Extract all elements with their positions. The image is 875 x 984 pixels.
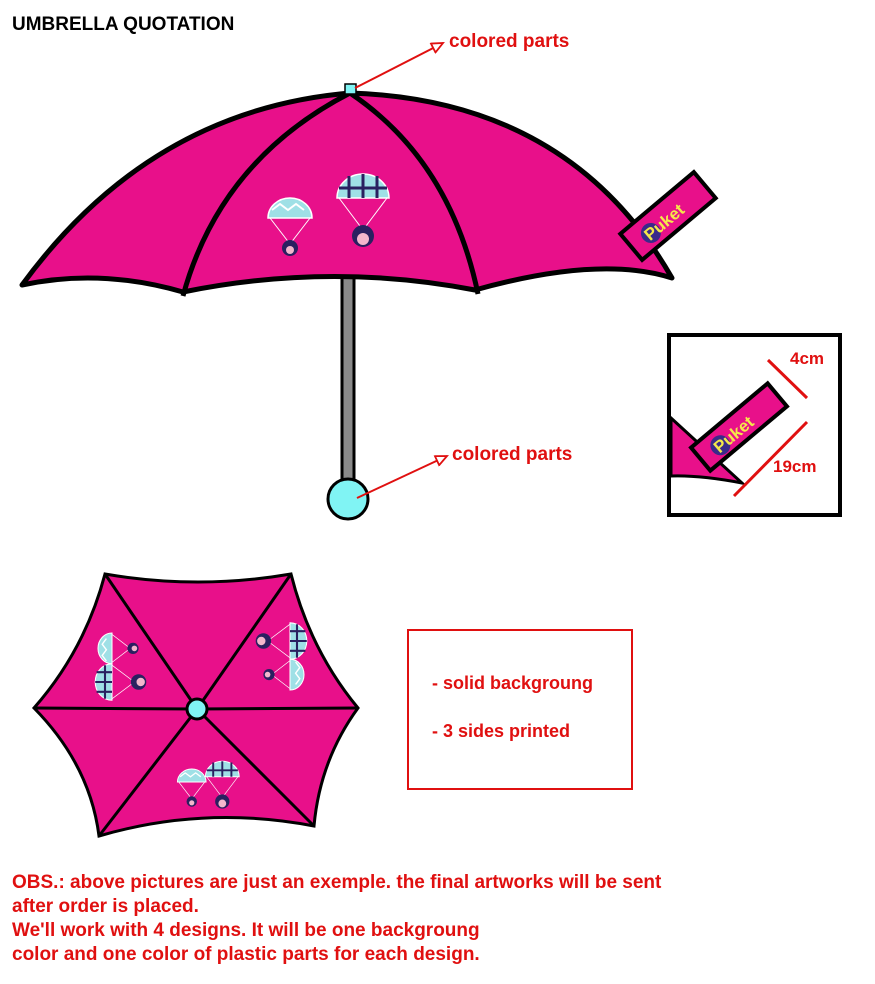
brand-tag: Puket — [617, 169, 719, 263]
top-cap-colored-part — [344, 83, 357, 95]
spec-box — [407, 629, 633, 790]
length-label: 19cm — [773, 457, 816, 476]
umbrella-shaft — [340, 263, 356, 489]
callout-handle-label: colored parts — [452, 444, 572, 465]
top-view-center-cap — [185, 697, 209, 721]
note-line: We'll work with 4 designs. It will be on… — [12, 920, 480, 941]
spec-item: - solid backgroung — [432, 673, 593, 693]
spec-item: - 3 sides printed — [432, 721, 570, 741]
width-label: 4cm — [790, 349, 824, 368]
note-line: OBS.: above pictures are just an exemple… — [12, 872, 662, 893]
callout-top-label: colored parts — [449, 31, 569, 52]
callout-arrow — [356, 456, 447, 499]
note-line: after order is placed. — [12, 896, 199, 917]
note-line: color and one color of plastic parts for… — [12, 944, 480, 965]
length-dimension-line — [732, 420, 809, 498]
tag-size-inset: Puket 4cm 19cm — [667, 333, 842, 517]
canopy-rib — [348, 90, 481, 295]
handle-colored-part — [326, 477, 370, 521]
umbrella-side-view: Puket — [19, 83, 719, 521]
canopy-rib — [180, 90, 352, 297]
page-title: UMBRELLA QUOTATION — [12, 14, 234, 35]
callout-arrow — [354, 43, 443, 89]
width-dimension-line — [766, 358, 809, 400]
umbrella-top-view — [31, 572, 360, 838]
